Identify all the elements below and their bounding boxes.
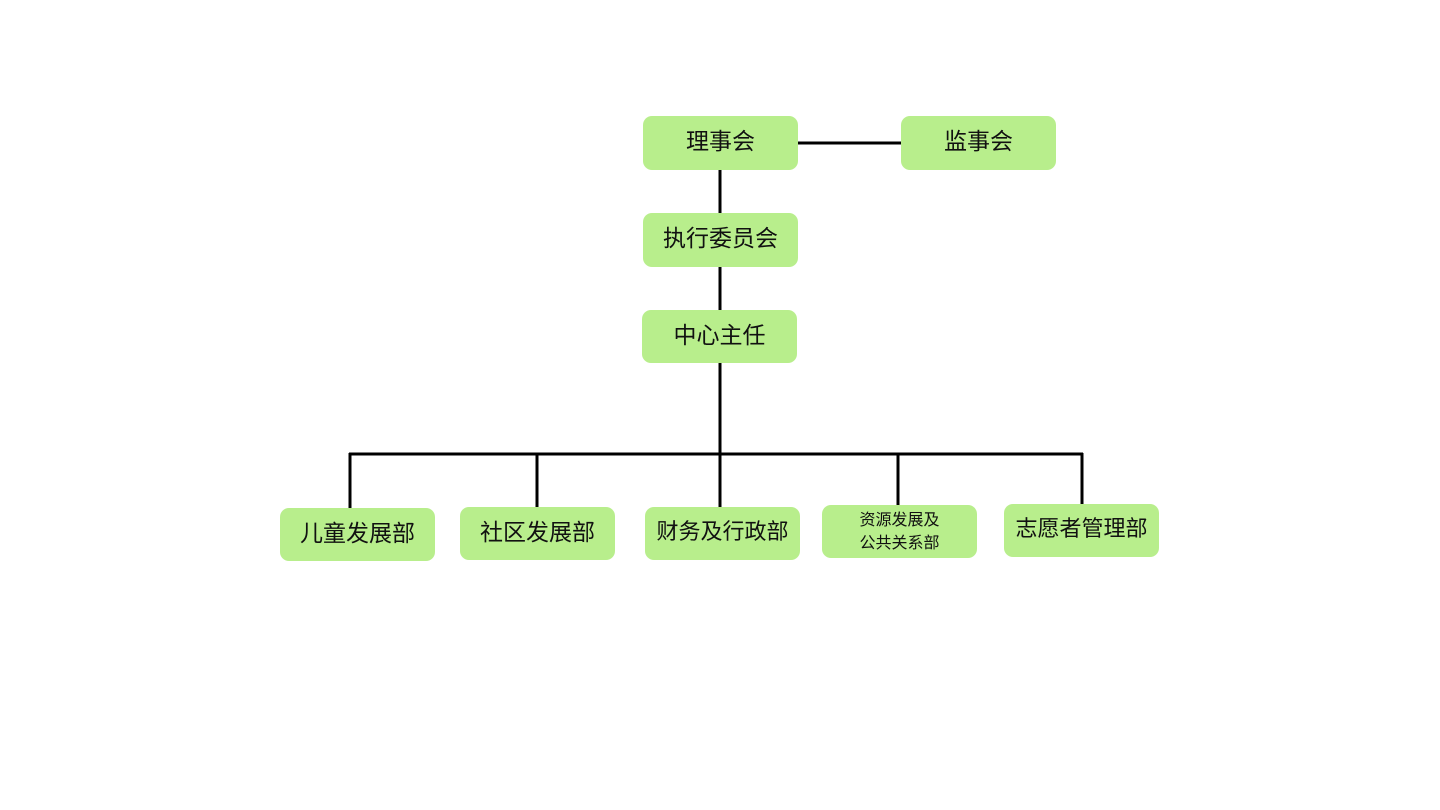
board-label: 理事会 [686,129,755,156]
executive-committee-node[interactable]: 执行委员会 [643,213,798,267]
department-node-finance-administration[interactable]: 财务及行政部 [645,507,800,560]
department-label: 社区发展部 [480,519,595,546]
department-node-volunteer-management[interactable]: 志愿者管理部 [1004,504,1159,557]
supervisory-board-label: 监事会 [944,129,1013,156]
department-node-children-development[interactable]: 儿童发展部 [280,508,435,561]
supervisory-board-node[interactable]: 监事会 [901,116,1056,170]
department-label-line2: 公共关系部 [859,532,940,552]
department-node-community-development[interactable]: 社区发展部 [460,507,615,560]
department-label-line1: 资源发展及 [859,510,940,530]
board-node[interactable]: 理事会 [643,116,798,170]
center-director-node[interactable]: 中心主任 [642,310,797,363]
executive-committee-label: 执行委员会 [663,226,778,253]
center-director-label: 中心主任 [673,322,766,349]
department-label: 财务及行政部 [656,520,789,546]
department-label: 志愿者管理部 [1015,517,1148,543]
department-node-resource-public-relations[interactable]: 资源发展及 公共关系部 [822,505,977,558]
department-label: 儿童发展部 [300,520,415,547]
